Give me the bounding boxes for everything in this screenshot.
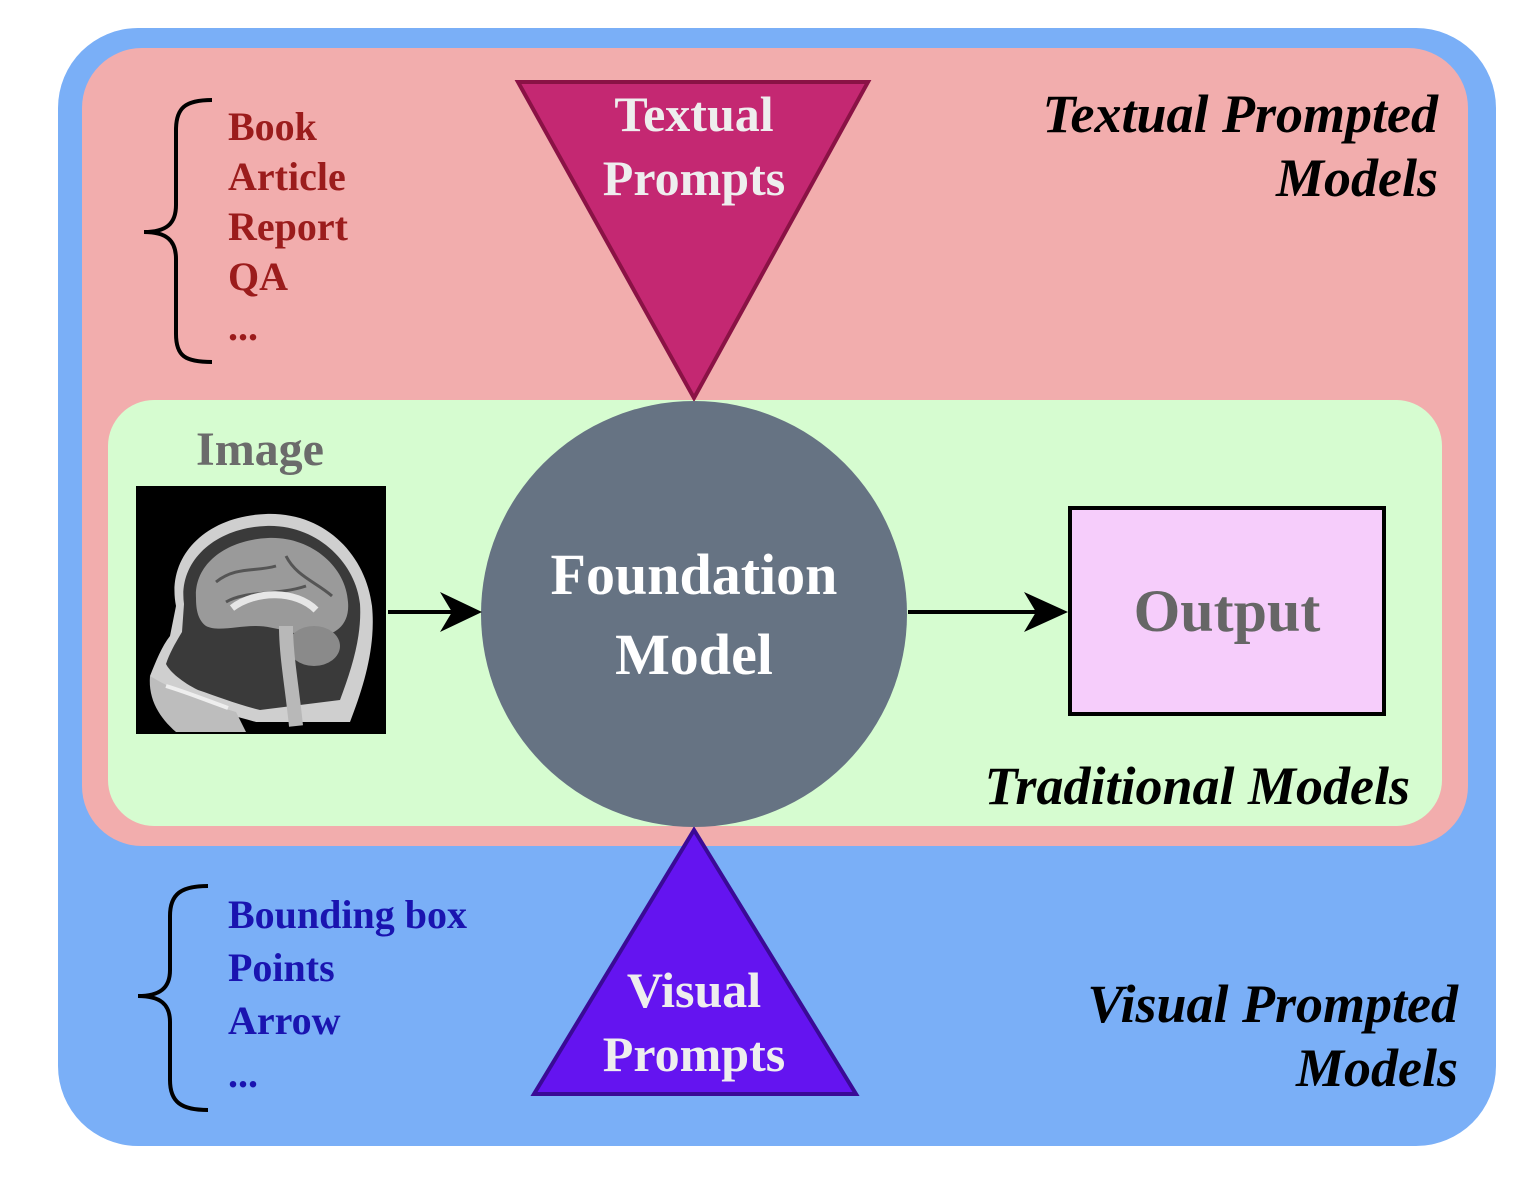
- visual-prompted-models-title: Visual Prompted Models: [900, 972, 1458, 1100]
- visual-prompts-label: Visual Prompts: [544, 958, 844, 1086]
- foundation-model-line2: Model: [615, 622, 773, 687]
- image-label: Image: [196, 423, 324, 476]
- traditional-models-title: Traditional Models: [984, 756, 1410, 816]
- textual-prompts-line2: Prompts: [602, 150, 786, 206]
- list-item: Book: [228, 104, 317, 149]
- list-item: Points: [228, 945, 335, 990]
- visual-title-line2: Models: [1296, 1038, 1458, 1098]
- textual-list-brace: [143, 98, 213, 364]
- output-label: Output: [1133, 577, 1321, 644]
- foundation-model-circle: [481, 401, 907, 827]
- textual-title-line1: Textual Prompted: [1042, 84, 1438, 144]
- list-item: QA: [228, 254, 288, 299]
- textual-prompt-triangle: [514, 80, 872, 403]
- foundation-model-line1: Foundation: [550, 542, 838, 607]
- foundation-model-label: Foundation Model: [494, 535, 894, 695]
- textual-prompts-line1: Textual: [614, 86, 774, 142]
- textual-title-line2: Models: [1276, 148, 1438, 208]
- list-item: ...: [228, 1051, 258, 1096]
- list-item: Arrow: [228, 998, 341, 1043]
- visual-prompt-examples: Bounding box Points Arrow ...: [228, 888, 467, 1100]
- visual-title-line1: Visual Prompted: [1087, 974, 1458, 1034]
- input-arrowhead: [440, 592, 482, 632]
- list-item: Bounding box: [228, 892, 468, 937]
- textual-prompted-models-title: Textual Prompted Models: [900, 82, 1438, 210]
- textual-prompts-label: Textual Prompts: [544, 82, 844, 210]
- list-item: Article: [228, 154, 346, 199]
- visual-list-brace: [137, 884, 209, 1112]
- visual-prompts-line2: Prompts: [602, 1026, 786, 1082]
- list-item: ...: [228, 304, 258, 349]
- output-arrowhead: [1024, 592, 1068, 632]
- visual-prompt-triangle: [530, 826, 860, 1096]
- output-box: Output: [1068, 506, 1386, 716]
- visual-prompts-line1: Visual: [626, 962, 762, 1018]
- textual-prompt-examples: Book Article Report QA ...: [228, 102, 348, 352]
- list-item: Report: [228, 204, 348, 249]
- brain-mri-sagittal-icon: [136, 486, 386, 734]
